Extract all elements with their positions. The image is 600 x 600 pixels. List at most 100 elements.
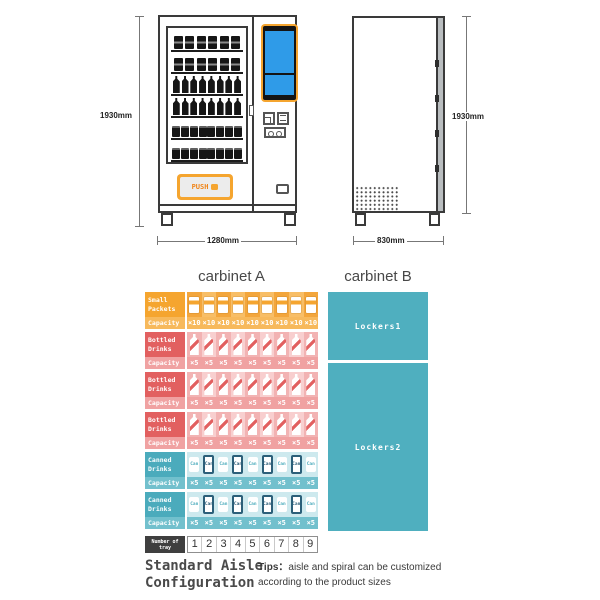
can-silhouette	[234, 148, 242, 159]
aisle-row-label: Small Packets	[145, 292, 185, 317]
can-silhouette	[225, 148, 234, 159]
can-silhouette	[171, 126, 180, 137]
snack-silhouette	[231, 58, 241, 71]
can-icon: Can	[203, 495, 215, 514]
capacity-value: ×5	[204, 359, 214, 367]
aisle-cell	[274, 372, 289, 397]
capacity-label: Capacity	[145, 477, 185, 489]
aisle-cell: Can	[288, 452, 304, 477]
capacity-value: ×5	[292, 479, 301, 487]
aisle-cell	[201, 372, 217, 397]
hinge-icon	[435, 130, 439, 137]
aisle-cell: Can	[288, 492, 304, 517]
height-dimension-line	[139, 16, 140, 227]
bottle-silhouette	[199, 98, 207, 115]
capacity-cells: ×5×5×5×5×5×5×5×5×5	[187, 517, 318, 529]
tray-number: 2	[201, 537, 215, 552]
tray-row-label: Number of tray	[145, 536, 185, 553]
push-door: PUSH	[177, 174, 233, 200]
bottle-icon	[218, 374, 228, 395]
bottle-icon	[291, 334, 301, 355]
capacity-value: ×5	[190, 359, 199, 367]
bill-acceptor-icon	[277, 112, 289, 125]
capacity-value: ×5	[233, 359, 243, 367]
locker-block: Lockers2	[328, 363, 428, 531]
aisle-cell: Can	[245, 452, 260, 477]
can-icon: Can	[218, 497, 229, 512]
bottle-silhouette	[172, 98, 180, 115]
snack-icon	[232, 296, 243, 313]
hinge-icon	[435, 60, 439, 67]
capacity-value: ×10	[289, 319, 303, 327]
aisle-cell: Can	[303, 452, 319, 477]
tray-number: 3	[215, 537, 230, 552]
capacity-cells: ×10×10×10×10×10×10×10×10×10	[187, 317, 318, 329]
snack-silhouette	[219, 36, 229, 49]
front-height-label: 1930mm	[98, 111, 135, 120]
bottle-silhouette	[234, 76, 242, 93]
capacity-label: Capacity	[145, 317, 185, 329]
aisle-cell: Can	[187, 492, 202, 517]
bottle-icon	[277, 414, 287, 435]
snack-icon	[291, 296, 302, 313]
capacity-label: Capacity	[145, 357, 185, 369]
aisle-cell	[274, 292, 289, 317]
capacity-value: ×5	[233, 519, 243, 527]
can-silhouette	[180, 148, 189, 159]
capacity-value: ×5	[248, 399, 257, 407]
aisle-row-label: Bottled Drinks	[145, 332, 185, 357]
bottle-icon	[218, 414, 228, 435]
tray-number: 6	[259, 537, 273, 552]
shelf-row	[171, 30, 243, 52]
bottle-silhouette	[181, 98, 189, 115]
side-view-cabinet-outline	[352, 16, 445, 213]
screen-bezel	[263, 26, 296, 100]
can-icon: Can	[218, 457, 229, 472]
aisle-cell	[201, 332, 217, 357]
capacity-cells: ×5×5×5×5×5×5×5×5×5	[187, 397, 318, 409]
capacity-value: ×5	[190, 399, 199, 407]
capacity-value: ×5	[204, 399, 214, 407]
aisle-cell	[245, 372, 260, 397]
aisle-row-top: Bottled Drinks	[145, 372, 319, 397]
capacity-cells: ×5×5×5×5×5×5×5×5×5	[187, 477, 318, 489]
snack-icon	[276, 296, 287, 313]
snack-icon	[203, 296, 214, 313]
can-icon: Can	[261, 495, 273, 514]
bottle-silhouette	[216, 76, 224, 93]
can-silhouette	[216, 148, 225, 159]
bottle-icon	[262, 334, 272, 355]
bottle-silhouette	[199, 76, 207, 93]
snack-silhouette	[219, 58, 229, 71]
can-icon: Can	[276, 457, 287, 472]
can-icon: Can	[232, 495, 244, 514]
front-width-label: 1280mm	[205, 236, 242, 245]
aisle-row-label: Canned Drinks	[145, 492, 185, 517]
snack-icon	[218, 296, 229, 313]
aisle-cell	[230, 372, 246, 397]
aisle-cell: Can	[259, 492, 275, 517]
tray-number: 8	[288, 537, 302, 552]
bottle-icon	[306, 414, 316, 435]
side-left-foot	[355, 213, 366, 226]
aisle-cell	[288, 292, 304, 317]
snack-icon	[247, 296, 258, 313]
can-icon: Can	[232, 455, 244, 474]
product-window	[166, 26, 248, 164]
can-silhouette	[198, 126, 207, 137]
bottle-silhouette	[225, 76, 233, 93]
aisle-cell: Can	[230, 492, 246, 517]
can-silhouette	[216, 126, 225, 137]
can-icon: Can	[276, 497, 287, 512]
can-icon: Can	[189, 457, 200, 472]
can-silhouette	[234, 126, 242, 137]
bottle-silhouette	[190, 98, 198, 115]
bottle-icon	[204, 414, 214, 435]
capacity-value: ×5	[277, 439, 286, 447]
capacity-value: ×5	[248, 519, 257, 527]
